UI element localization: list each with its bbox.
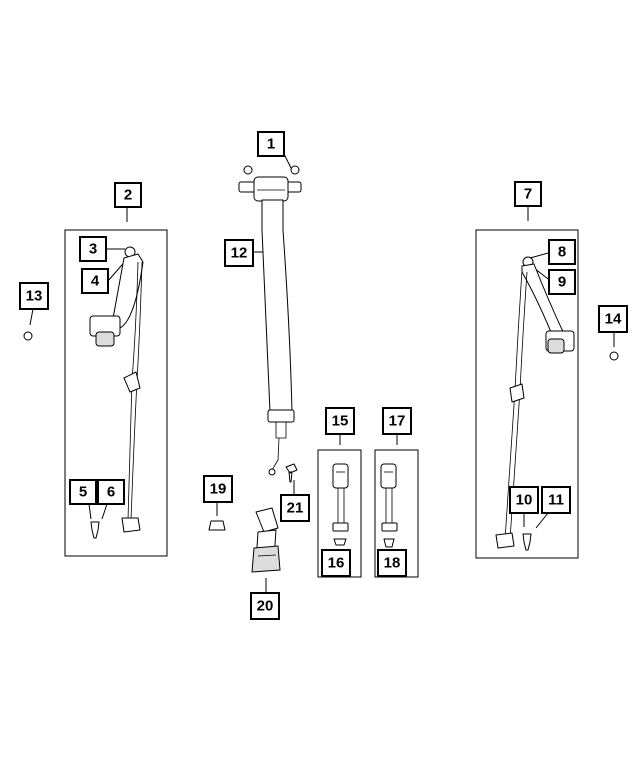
- left-anchor-bolt: [90, 521, 100, 539]
- callout-13: 13: [19, 282, 49, 310]
- buckle-assembly-17: [380, 463, 398, 548]
- svg-text:19: 19: [210, 481, 227, 498]
- callout-14: 14: [598, 305, 628, 333]
- svg-text:16: 16: [328, 555, 345, 572]
- svg-text:13: 13: [26, 288, 43, 305]
- svg-text:4: 4: [91, 273, 100, 290]
- right-outer-belt-frame: [475, 229, 579, 559]
- callout-15: 15: [325, 407, 355, 435]
- anchor-nut-left: [243, 165, 253, 175]
- callout-20: 20: [250, 592, 280, 620]
- callout-8: 8: [548, 239, 576, 265]
- svg-text:9: 9: [558, 274, 566, 291]
- svg-text:11: 11: [548, 492, 564, 509]
- callout-6: 6: [97, 479, 125, 505]
- callout-11: 11: [541, 486, 571, 514]
- plug-13: [23, 331, 33, 341]
- svg-text:17: 17: [389, 413, 406, 430]
- svg-text:15: 15: [332, 413, 349, 430]
- double-buckle-20: [251, 507, 281, 573]
- svg-text:18: 18: [384, 555, 401, 572]
- svg-text:1: 1: [267, 136, 275, 153]
- callout-19: 19: [203, 475, 233, 503]
- right-seat-belt-assembly: [495, 256, 575, 551]
- svg-text:12: 12: [231, 245, 248, 262]
- callout-10: 10: [509, 486, 539, 514]
- buckle-bolt-18: [383, 538, 395, 548]
- callout-12: 12: [224, 239, 254, 267]
- anchor-nut-right: [290, 165, 300, 175]
- callout-2: 2: [114, 182, 142, 208]
- right-anchor-bolt: [522, 533, 532, 551]
- center-belt-webbing: [261, 199, 295, 476]
- leader-lines: [29, 153, 615, 593]
- buckle-assembly-15: [332, 463, 349, 546]
- callout-3: 3: [79, 236, 107, 262]
- svg-text:21: 21: [287, 500, 304, 517]
- bolt-21: [285, 463, 298, 483]
- left-seat-belt-assembly: [89, 246, 144, 539]
- callout-21: 21: [280, 494, 310, 522]
- buckle-bolt-16: [333, 538, 347, 546]
- svg-text:2: 2: [124, 187, 132, 204]
- nut-19: [208, 520, 226, 531]
- svg-text:7: 7: [524, 186, 532, 203]
- plug-14: [609, 351, 619, 361]
- callout-4: 4: [81, 268, 109, 294]
- svg-text:10: 10: [516, 492, 533, 509]
- svg-text:14: 14: [605, 311, 622, 328]
- svg-text:8: 8: [558, 244, 566, 261]
- left-outer-belt-frame: [64, 229, 168, 557]
- svg-text:6: 6: [107, 484, 115, 501]
- upper-anchor-assembly: [238, 165, 302, 202]
- callout-17: 17: [382, 407, 412, 435]
- callout-7: 7: [514, 181, 542, 207]
- svg-text:3: 3: [89, 241, 97, 258]
- callout-16: 16: [321, 549, 351, 577]
- callout-5: 5: [69, 479, 97, 505]
- callout-1: 1: [257, 131, 285, 157]
- callout-9: 9: [548, 269, 576, 295]
- svg-text:5: 5: [79, 484, 87, 501]
- svg-text:20: 20: [257, 598, 274, 615]
- callout-18: 18: [377, 549, 407, 577]
